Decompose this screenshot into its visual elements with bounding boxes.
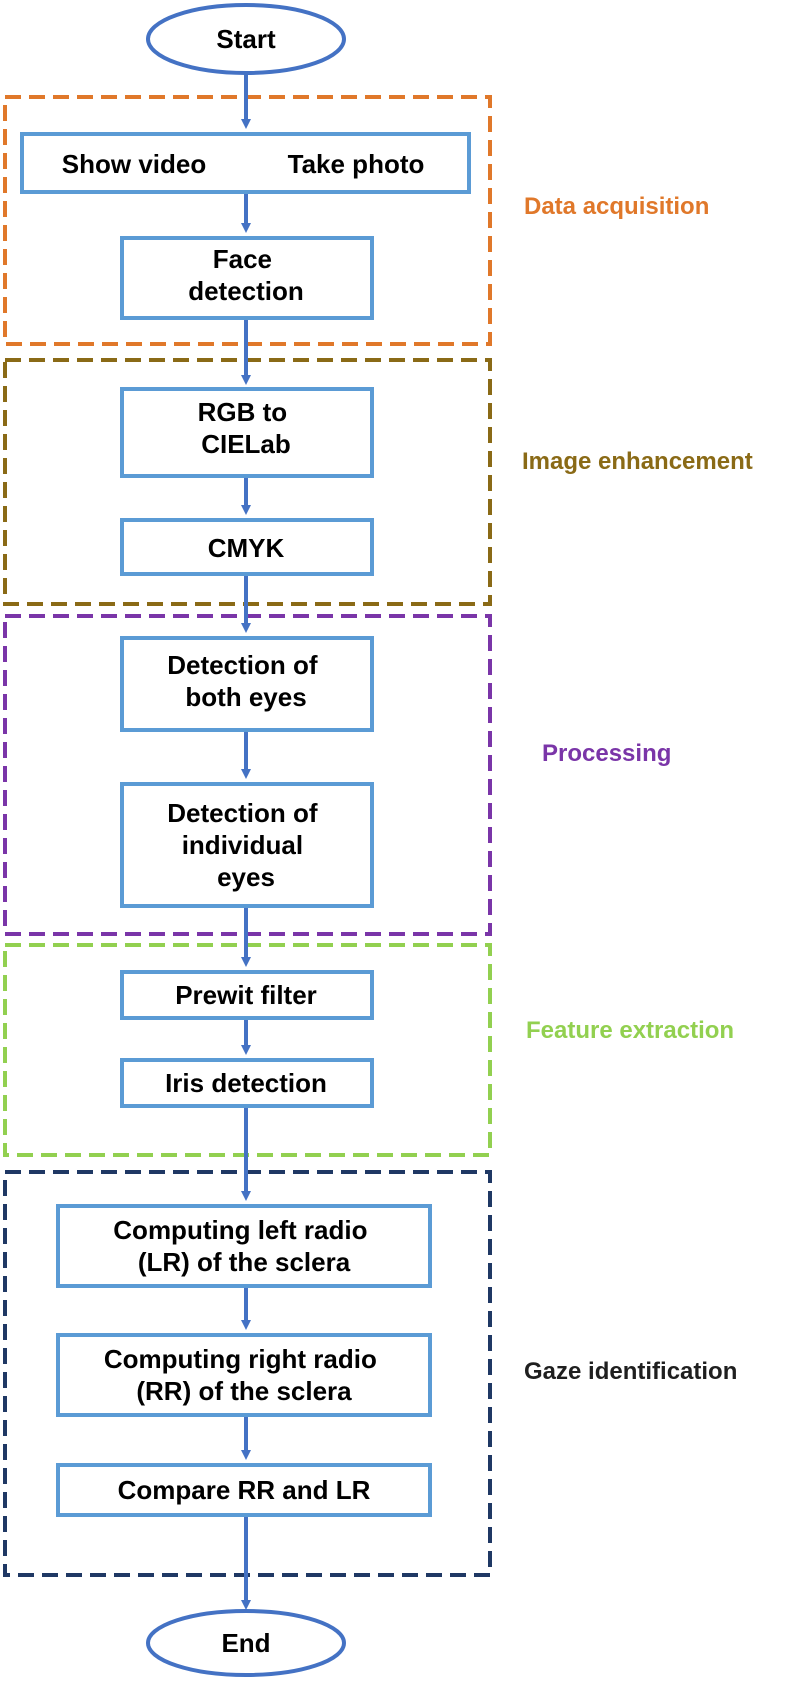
computing-right-line-2: (RR) of the sclera xyxy=(136,1376,352,1406)
stage-label-processing: Processing xyxy=(542,740,671,767)
rgb-to-cielab-line-2: CIELab xyxy=(201,429,291,459)
computing-right-label: Computing right radio (RR) of the sclera xyxy=(104,1344,384,1406)
show-video-label: Show video xyxy=(62,149,206,179)
show-video-take-photo-box xyxy=(20,132,471,194)
detection-both-eyes-label: Detection of both eyes xyxy=(167,650,324,712)
detection-individual-eyes-box xyxy=(120,782,374,908)
start-label: Start xyxy=(216,24,276,54)
stage-label-image-enhancement: Image enhancement xyxy=(522,448,753,475)
stage-label-feature-extraction: Feature extraction xyxy=(526,1017,734,1044)
take-photo-label: Take photo xyxy=(288,149,425,179)
computing-right-box xyxy=(56,1333,432,1417)
prewit-filter-label: Prewit filter xyxy=(175,980,317,1010)
face-detection-line-2: detection xyxy=(188,276,304,306)
computing-left-label: Computing left radio (LR) of the sclera xyxy=(113,1215,374,1277)
iris-detection-box xyxy=(120,1058,374,1108)
detection-both-eyes-line-1: Detection of xyxy=(167,650,318,680)
stage-label-data-acquisition: Data acquisition xyxy=(524,193,709,220)
cmyk-box xyxy=(120,518,374,576)
detection-both-eyes-line-2: both eyes xyxy=(185,682,306,712)
start-terminal xyxy=(146,3,346,75)
rgb-to-cielab-label: RGB to CIELab xyxy=(198,397,295,459)
computing-left-box xyxy=(56,1204,432,1288)
end-terminal xyxy=(146,1609,346,1677)
computing-left-line-2: (LR) of the sclera xyxy=(138,1247,351,1277)
computing-left-line-1: Computing left radio xyxy=(113,1215,367,1245)
detection-individual-eyes-line-2: individual xyxy=(182,830,303,860)
face-detection-label: Face detection xyxy=(188,244,304,306)
face-detection-box xyxy=(120,236,374,320)
detection-individual-eyes-label: Detection of individual eyes xyxy=(167,798,324,892)
stage-label-gaze-identification: Gaze identification xyxy=(524,1358,737,1385)
detection-individual-eyes-line-1: Detection of xyxy=(167,798,318,828)
prewit-filter-box xyxy=(120,970,374,1020)
iris-detection-label: Iris detection xyxy=(165,1068,327,1098)
rgb-to-cielab-line-1: RGB to xyxy=(198,397,288,427)
compare-box xyxy=(56,1463,432,1517)
face-detection-line-1: Face xyxy=(213,244,272,274)
computing-right-line-1: Computing right radio xyxy=(104,1344,377,1374)
detection-both-eyes-box xyxy=(120,636,374,732)
end-label: End xyxy=(221,1628,270,1658)
compare-label: Compare RR and LR xyxy=(118,1475,371,1505)
rgb-to-cielab-box xyxy=(120,387,374,478)
detection-individual-eyes-line-3: eyes xyxy=(217,862,275,892)
cmyk-label: CMYK xyxy=(208,533,285,563)
